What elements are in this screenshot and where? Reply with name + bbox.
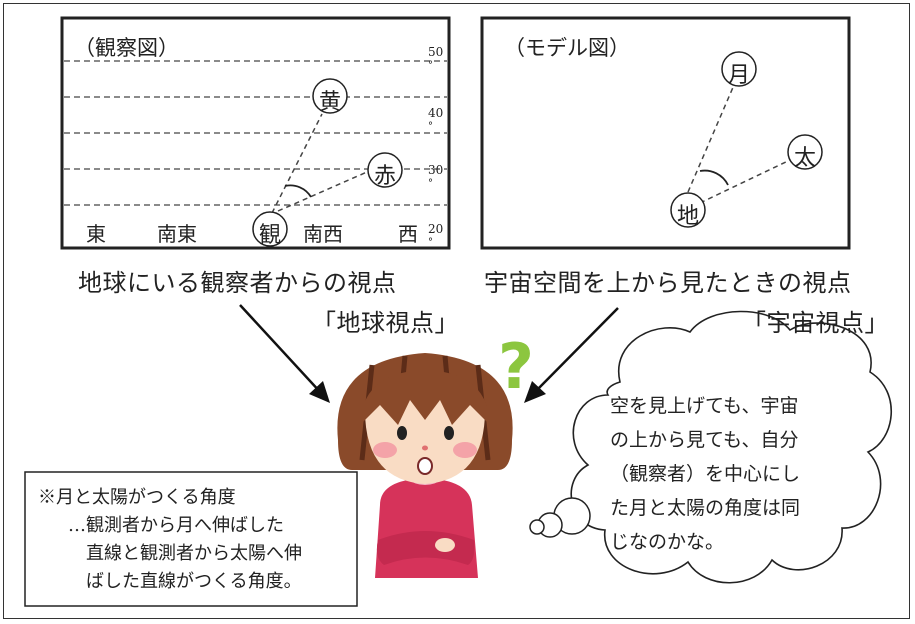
space-view-caption: 宇宙空間を上から見たときの視点 xyxy=(484,269,852,297)
altitude-label-40: 40 xyxy=(428,106,444,120)
observer-marker-label: 観 xyxy=(259,223,282,248)
moon-marker-label: 黄 xyxy=(319,90,342,115)
model-moon-label: 月 xyxy=(728,63,751,88)
model-earth-label: 地 xyxy=(677,204,700,229)
sun-marker-circle xyxy=(367,152,403,188)
nose xyxy=(422,445,428,451)
mouth xyxy=(417,457,433,475)
question-mark: ? xyxy=(498,330,534,403)
degree-sign-50: ° xyxy=(428,60,433,71)
note-line-4: ばした直線がつくる角度。 xyxy=(86,571,302,592)
bangs xyxy=(360,370,490,425)
thought-line-5: じなのかな。 xyxy=(610,531,725,553)
thought-line-3: （観察者）を中心にし xyxy=(610,463,801,485)
model-moon-circle xyxy=(721,51,757,87)
thought-line-2: の上から見ても、自分 xyxy=(610,429,799,451)
model-angle-arc xyxy=(699,169,729,186)
sun-marker-label: 赤 xyxy=(374,164,397,189)
observation-angle-arc xyxy=(284,184,312,198)
hand xyxy=(435,538,455,552)
thought-cloud xyxy=(570,310,893,584)
model-title: （モデル図） xyxy=(504,36,630,60)
note-line-3: 直線と観測者から太陽へ伸 xyxy=(86,543,302,564)
figure-frame xyxy=(3,3,910,619)
model-sun-label: 太 xyxy=(794,146,817,171)
altitude-label-20: 20 xyxy=(428,222,444,236)
earth-view-caption: 地球にいる観察者からの視点 xyxy=(78,269,397,297)
model-panel-border xyxy=(480,16,851,250)
earth-to-moon-line xyxy=(687,84,735,193)
earth-view-name: 「地球視点」 xyxy=(312,309,459,337)
direction-southwest: 南西 xyxy=(303,222,343,246)
degree-sign-40: ° xyxy=(428,121,433,132)
cheek-left xyxy=(373,442,397,458)
thought-bubble-small xyxy=(529,519,545,535)
thought-line-1: 空を見上げても、宇宙 xyxy=(610,395,799,417)
altitude-lines xyxy=(64,60,447,206)
direction-southeast: 南東 xyxy=(157,222,197,246)
altitude-label-50: 50 xyxy=(428,45,444,59)
eye-left xyxy=(397,426,407,440)
earth-to-sun-line xyxy=(699,159,791,204)
degree-sign-20: ° xyxy=(428,237,433,248)
note-line-2: …観測者から月へ伸ばした xyxy=(68,515,284,536)
thought-line-4: た月と太陽の角度は同 xyxy=(610,497,801,519)
observer-to-sun-line xyxy=(277,171,368,212)
altitude-label-30: 30 xyxy=(428,163,444,177)
direction-east: 東 xyxy=(86,222,106,246)
degree-sign-30: ° xyxy=(428,178,433,189)
eye-right xyxy=(444,426,454,440)
earth-view-arrow xyxy=(239,304,330,403)
note-line-1: ※月と太陽がつくる角度 xyxy=(38,487,236,508)
observer-to-moon-line xyxy=(271,113,323,214)
cheek-right xyxy=(453,442,477,458)
model-sun-circle xyxy=(787,134,823,170)
space-view-name: 「宇宙視点」 xyxy=(742,309,889,337)
note-box-border xyxy=(24,471,358,607)
moon-marker-circle xyxy=(312,78,348,114)
observer-marker-circle xyxy=(252,211,288,247)
observation-title: （観察図） xyxy=(74,36,179,60)
space-view-arrow xyxy=(524,307,619,403)
girl-illustration xyxy=(337,353,513,578)
direction-west: 西 xyxy=(398,222,418,246)
model-earth-circle xyxy=(670,192,706,228)
observation-panel-border xyxy=(60,16,451,250)
